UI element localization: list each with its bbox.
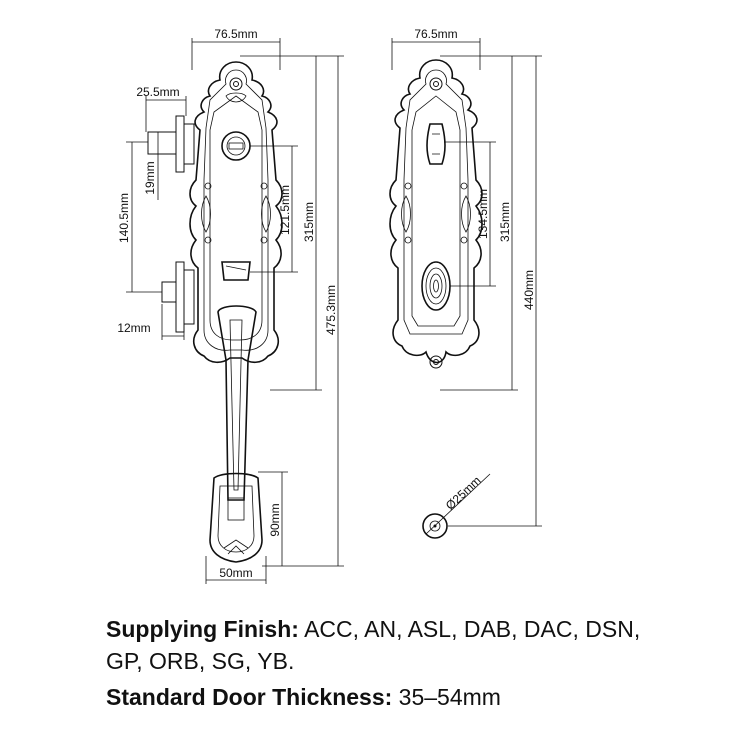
dim-latch-depth: 19mm <box>143 161 157 194</box>
dim-latch-face: 25.5mm <box>136 85 179 99</box>
dim-turn-knob: 134.5mm <box>476 189 490 239</box>
thickness-spec: Standard Door Thickness: 35–54mm <box>106 686 501 709</box>
dim-plate-front: 315mm <box>302 202 316 242</box>
front-handleset <box>147 61 283 563</box>
dim-strike: 12mm <box>117 321 150 335</box>
finish-spec: Supplying Finish: ACC, AN, ASL, DAB, DAC… <box>106 618 640 641</box>
thickness-label: Standard Door Thickness: <box>106 684 393 710</box>
dim-rosette: Ø25mm <box>443 473 484 512</box>
finish-values-line1: ACC, AN, ASL, DAB, DAC, DSN, <box>304 616 641 642</box>
interior-plate <box>389 59 483 539</box>
lock-technical-drawing: 76.5mm 76.5mm 25.5mm 19mm 140.5mm 12mm 1… <box>117 27 542 584</box>
finish-spec-cont: GP, ORB, SG, YB. <box>106 650 294 673</box>
dim-bottom-width: 50mm <box>219 566 252 580</box>
dim-overall-front: 475.3mm <box>324 285 338 335</box>
dim-overall-back: 440mm <box>522 270 536 310</box>
dim-bottom-height: 90mm <box>268 503 282 536</box>
thickness-value: 35–54mm <box>398 684 501 710</box>
dim-plate-back: 315mm <box>498 202 512 242</box>
dim-deadbolt-latch: 140.5mm <box>117 193 131 243</box>
dimension-lines <box>126 38 542 584</box>
finish-values-line2: GP, ORB, SG, YB. <box>106 648 295 674</box>
dim-front-width: 76.5mm <box>214 27 257 41</box>
finish-label: Supplying Finish: <box>106 616 299 642</box>
dim-cylinder-thumb: 121.5mm <box>278 185 292 235</box>
dim-back-width: 76.5mm <box>414 27 457 41</box>
dimension-labels: 76.5mm 76.5mm 25.5mm 19mm 140.5mm 12mm 1… <box>117 27 536 580</box>
